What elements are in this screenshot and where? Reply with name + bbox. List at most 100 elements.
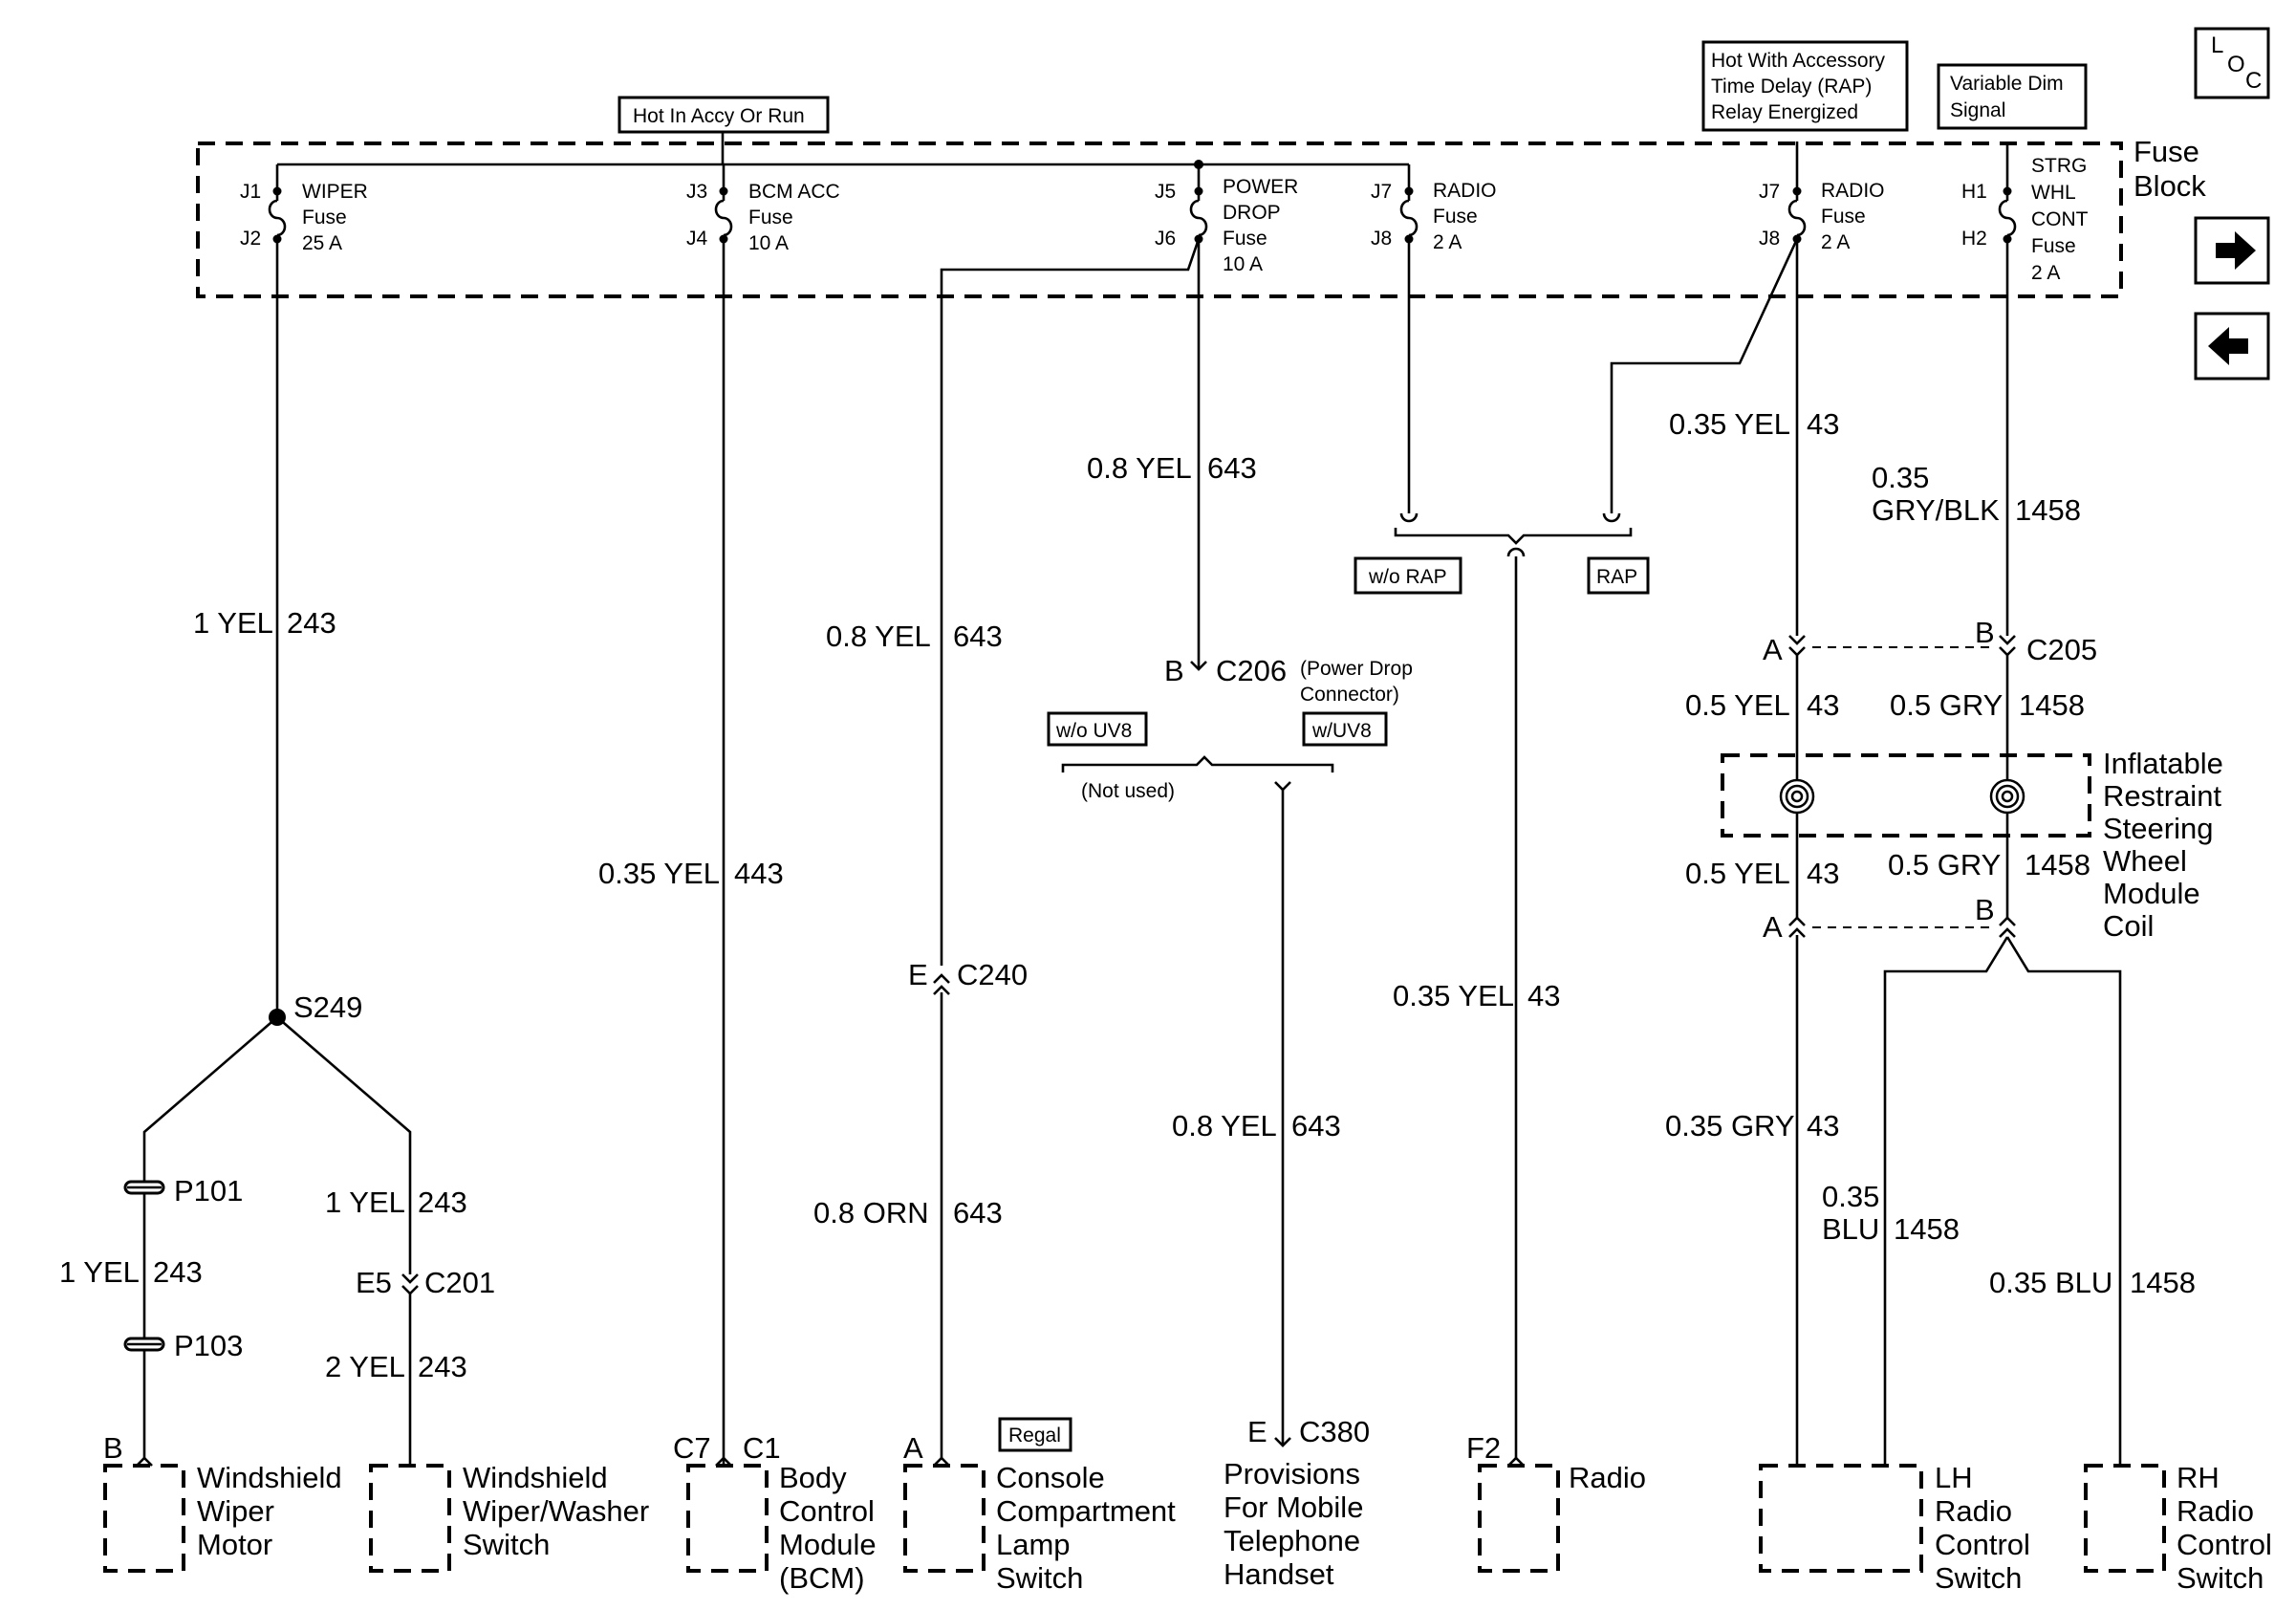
svg-text:RAP: RAP <box>1596 566 1637 588</box>
svg-text:w/o RAP: w/o RAP <box>1368 566 1447 588</box>
svg-text:Windshield: Windshield <box>463 1461 608 1494</box>
svg-text:C: C <box>2245 68 2262 94</box>
hot-in-accy-run-label: Hot In Accy Or Run <box>617 96 830 134</box>
svg-text:0.5 GRY: 0.5 GRY <box>1890 688 2003 722</box>
svg-text:0.5 YEL: 0.5 YEL <box>1685 688 1790 722</box>
next-page-arrow-icon[interactable] <box>2194 216 2270 285</box>
svg-text:A: A <box>903 1431 923 1465</box>
svg-text:0.8 YEL: 0.8 YEL <box>826 620 931 653</box>
svg-text:CONT: CONT <box>2031 208 2089 230</box>
svg-text:J8: J8 <box>1759 228 1780 250</box>
svg-text:0.35 YEL: 0.35 YEL <box>1669 407 1790 441</box>
svg-text:Switch: Switch <box>463 1528 550 1561</box>
svg-text:0.5 GRY: 0.5 GRY <box>1888 848 2001 881</box>
svg-text:0.35 GRY: 0.35 GRY <box>1665 1109 1795 1142</box>
radio-fuse-2: J7 J8 RADIO Fuse 2 A <box>1759 141 1885 253</box>
inflatable-restraint-steering-wheel-module-coil: Inflatable Restraint Steering Wheel Modu… <box>1721 747 2223 943</box>
lh-radio-control-switch: LH Radio Control Switch <box>1759 1461 2030 1595</box>
svg-text:(Power Drop: (Power Drop <box>1300 658 1413 680</box>
svg-text:J4: J4 <box>686 228 708 250</box>
svg-text:WHL: WHL <box>2031 182 2076 204</box>
svg-text:643: 643 <box>1207 451 1257 485</box>
svg-text:43: 43 <box>1807 688 1839 722</box>
svg-text:Lamp: Lamp <box>996 1528 1071 1561</box>
previous-page-arrow-icon[interactable] <box>2194 312 2270 381</box>
svg-text:Console: Console <box>996 1461 1105 1494</box>
svg-text:BLU: BLU <box>1822 1212 1879 1246</box>
console-compartment-lamp-switch: Console Compartment Lamp Switch <box>903 1461 1176 1595</box>
svg-text:J1: J1 <box>240 181 261 203</box>
svg-text:Switch: Switch <box>1935 1561 2022 1595</box>
svg-text:Inflatable: Inflatable <box>2103 747 2223 780</box>
coil-spiral-icon <box>1779 778 1815 815</box>
svg-text:Wheel: Wheel <box>2103 844 2187 878</box>
svg-text:643: 643 <box>953 620 1003 653</box>
svg-text:1458: 1458 <box>2019 688 2085 722</box>
svg-text:10 A: 10 A <box>748 232 789 254</box>
svg-text:Telephone: Telephone <box>1224 1524 1360 1557</box>
svg-text:Control: Control <box>1935 1528 2030 1561</box>
connector-p101 <box>123 1180 165 1195</box>
svg-text:Radio: Radio <box>1569 1461 1646 1494</box>
svg-text:B: B <box>103 1431 123 1465</box>
loc-icon[interactable]: L O C <box>2194 27 2270 99</box>
body-control-module: Body Control Module (BCM) <box>686 1461 877 1595</box>
rap-option-label: RAP <box>1587 556 1650 595</box>
svg-text:A: A <box>1763 910 1783 944</box>
provisions-for-mobile-telephone-handset: Provisions For Mobile Telephone Handset <box>1224 1457 1363 1591</box>
svg-text:B: B <box>1975 616 1995 649</box>
svg-text:Restraint: Restraint <box>2103 779 2221 813</box>
svg-text:STRG: STRG <box>2031 155 2087 177</box>
not-used-note: (Not used) <box>1081 780 1175 802</box>
svg-text:1 YEL: 1 YEL <box>59 1255 140 1289</box>
svg-text:C380: C380 <box>1299 1415 1370 1448</box>
svg-text:43: 43 <box>1807 1109 1839 1142</box>
svg-text:DROP: DROP <box>1223 202 1281 224</box>
svg-text:POWER: POWER <box>1223 176 1298 198</box>
svg-text:L: L <box>2211 33 2223 58</box>
svg-text:Fuse: Fuse <box>2031 235 2076 257</box>
console-lamp-circuit: 0.8 YEL 643 E C240 0.8 ORN 643 A <box>813 238 1201 1467</box>
steering-wheel-controls-circuit: 0.35 YEL 43 A 0.5 YEL 43 0.5 YEL 43 A 0.… <box>1665 239 2196 1466</box>
svg-text:Windshield: Windshield <box>197 1461 342 1494</box>
wo-rap-option-label: w/o RAP <box>1354 556 1462 595</box>
svg-text:Body: Body <box>779 1461 847 1494</box>
svg-text:Switch: Switch <box>2177 1561 2264 1595</box>
svg-text:Wiper/Washer: Wiper/Washer <box>463 1494 649 1528</box>
svg-text:J2: J2 <box>240 228 261 250</box>
svg-text:Radio: Radio <box>1935 1494 2012 1528</box>
svg-text:Signal: Signal <box>1950 99 2005 121</box>
svg-text:Coil: Coil <box>2103 909 2154 943</box>
svg-text:A: A <box>1763 633 1783 666</box>
svg-text:1 YEL: 1 YEL <box>325 1186 405 1219</box>
svg-text:Provisions: Provisions <box>1224 1457 1360 1490</box>
variable-dim-signal-label: Variable Dim Signal <box>1937 63 2088 130</box>
svg-text:(BCM): (BCM) <box>779 1561 865 1595</box>
svg-text:Control: Control <box>2177 1528 2272 1561</box>
svg-text:Module: Module <box>2103 877 2200 910</box>
svg-text:C1: C1 <box>743 1431 781 1465</box>
bcm-acc-fuse: J3 J4 BCM ACC Fuse 10 A <box>686 164 840 254</box>
svg-text:BCM ACC: BCM ACC <box>748 181 840 203</box>
power-drop-circuit: 0.8 YEL 643 B C206 (Power Drop Connector… <box>1061 239 1413 1448</box>
svg-text:J8: J8 <box>1371 228 1392 250</box>
svg-text:B: B <box>1164 654 1184 687</box>
svg-text:P103: P103 <box>174 1329 243 1362</box>
svg-text:J3: J3 <box>686 181 707 203</box>
svg-text:J7: J7 <box>1759 181 1780 203</box>
svg-text:43: 43 <box>1527 979 1560 1012</box>
svg-text:243: 243 <box>153 1255 203 1289</box>
svg-text:Wiper: Wiper <box>197 1494 274 1528</box>
svg-text:Regal: Regal <box>1008 1425 1061 1447</box>
svg-text:Control: Control <box>779 1494 875 1528</box>
svg-text:J6: J6 <box>1155 228 1176 250</box>
svg-text:643: 643 <box>953 1196 1003 1229</box>
svg-text:Steering: Steering <box>2103 812 2213 845</box>
wiper-circuit: S249 1 YEL 243 P101 1 YEL 243 P103 B 1 Y… <box>59 239 495 1467</box>
svg-text:S249: S249 <box>293 990 362 1024</box>
svg-text:J7: J7 <box>1371 181 1392 203</box>
strg-whl-cont-fuse: H1 H2 STRG WHL CONT Fuse 2 A <box>1961 141 2089 284</box>
svg-text:E: E <box>908 958 928 991</box>
svg-text:1458: 1458 <box>2015 493 2081 527</box>
